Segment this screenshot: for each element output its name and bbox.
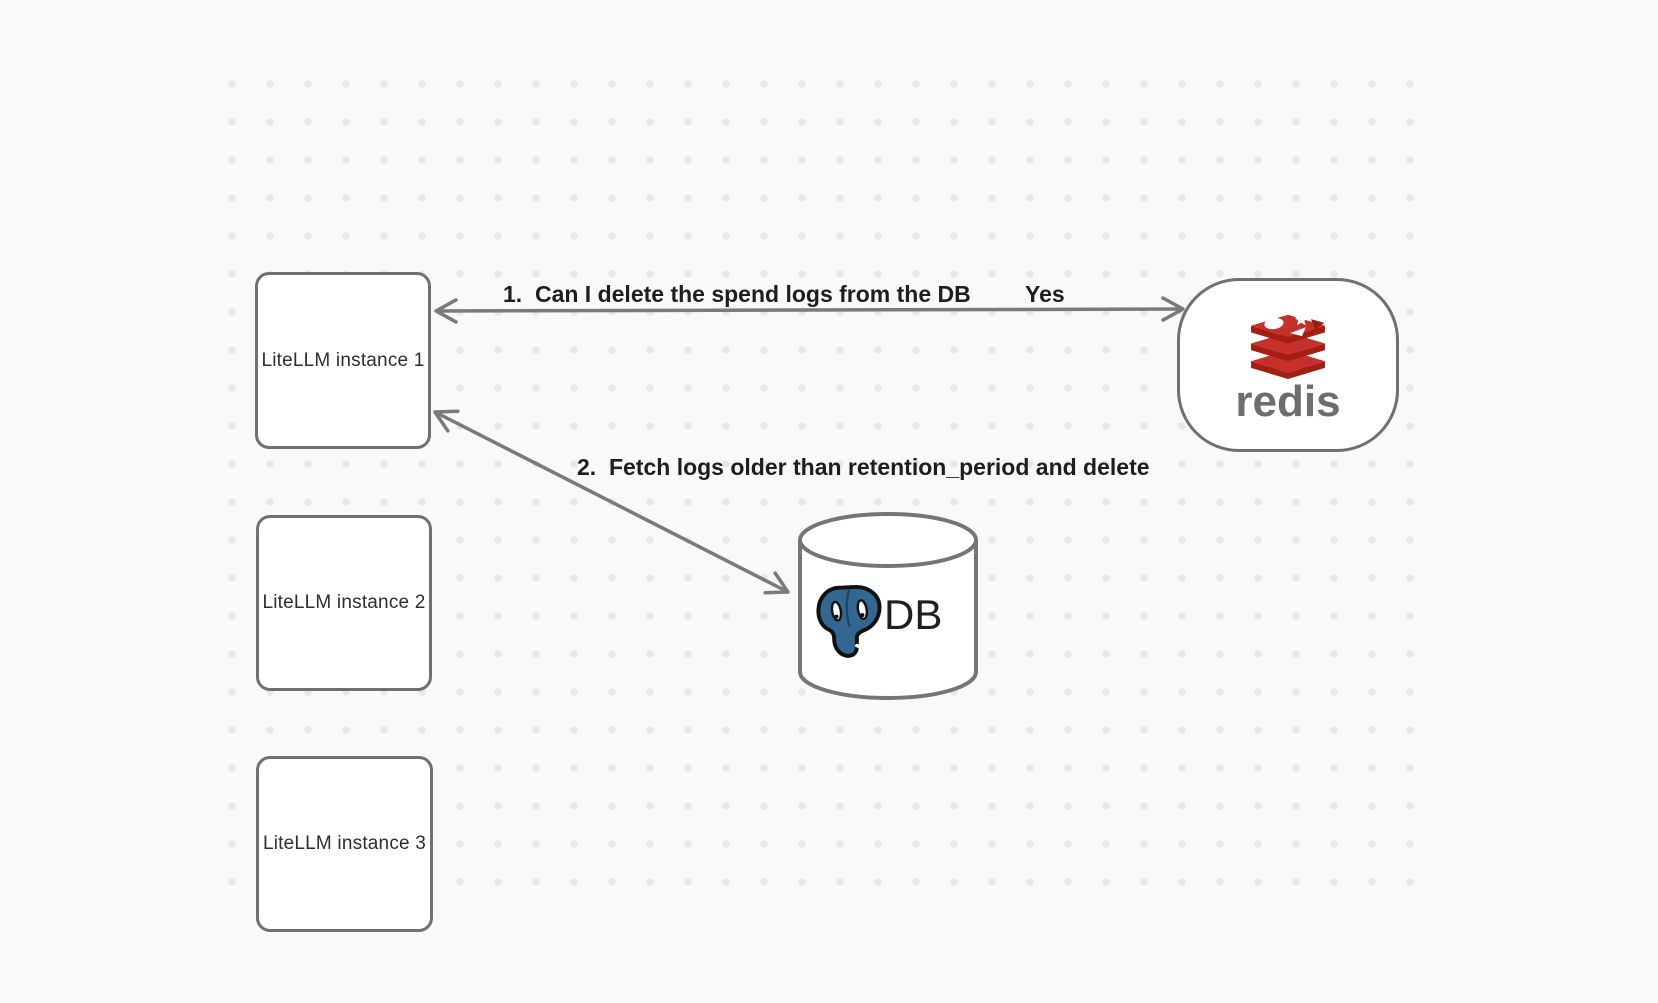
redis-logo-icon: [1251, 311, 1325, 379]
db-label: DB: [884, 591, 943, 638]
node-redis: redis: [1177, 278, 1399, 452]
node-db-cylinder: [798, 512, 978, 700]
node-label: LiteLLM instance 2: [262, 592, 426, 613]
postgres-elephant-icon: [816, 584, 882, 658]
node-litellm-instance-1: LiteLLM instance 1: [255, 272, 431, 449]
label-step2: 2. Fetch logs older than retention_perio…: [577, 454, 1150, 480]
label-step1-response: Yes: [1025, 281, 1065, 307]
node-litellm-instance-2: LiteLLM instance 2: [256, 515, 432, 691]
node-litellm-instance-3: LiteLLM instance 3: [256, 756, 433, 932]
node-label: LiteLLM instance 3: [262, 833, 427, 854]
label-step1: 1. Can I delete the spend logs from the …: [503, 281, 971, 307]
redis-wordmark: redis: [1235, 376, 1341, 426]
node-label: LiteLLM instance 1: [261, 349, 425, 371]
